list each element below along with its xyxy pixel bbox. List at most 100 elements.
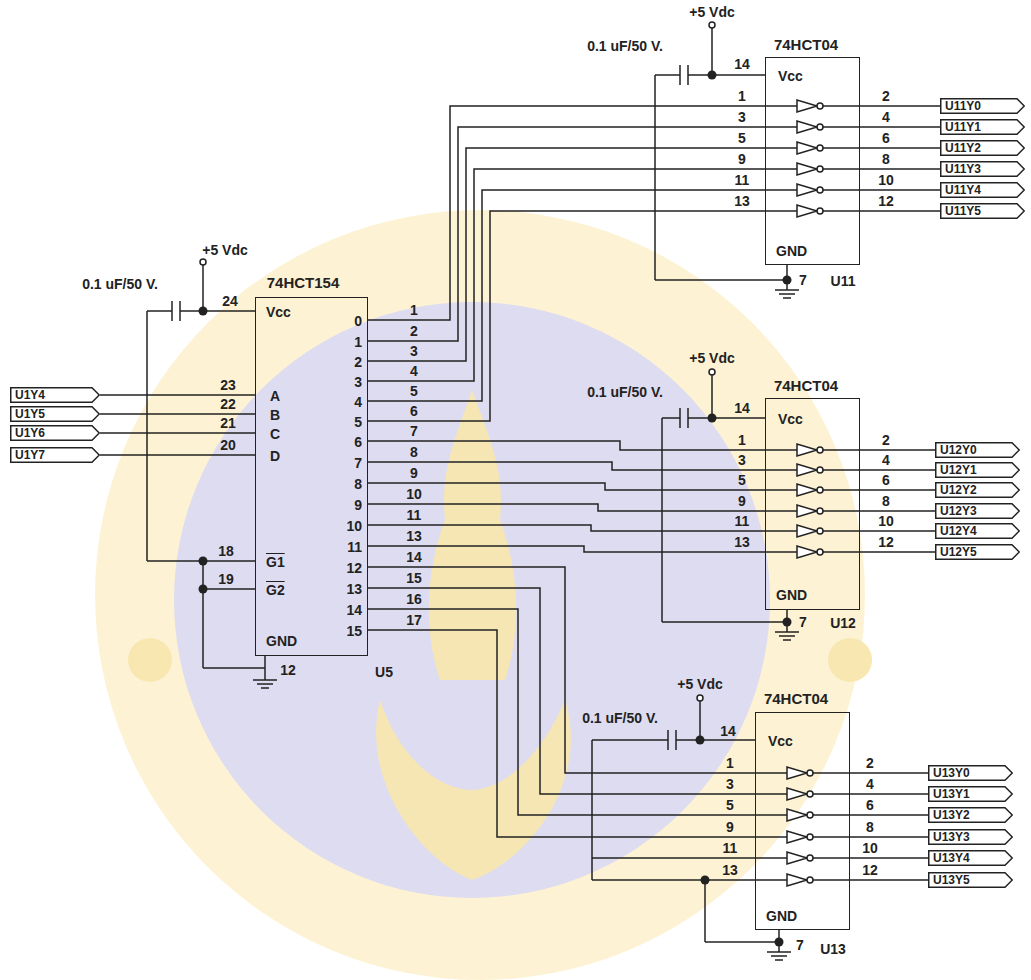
power-wiring (687, 408, 689, 428)
junction-dot (199, 71, 792, 947)
inverter-gate (755, 809, 850, 821)
flag-outline (941, 120, 1025, 135)
pin-name: 4 (354, 394, 362, 410)
signal-wire (860, 189, 940, 191)
pin-name: GND (766, 908, 797, 924)
power-wiring (704, 880, 706, 942)
pin-number: 20 (220, 437, 236, 453)
junction-dot (199, 585, 208, 594)
pin-number: 7 (799, 614, 807, 630)
pin-number: 3 (410, 343, 418, 359)
pin-number: 5 (738, 472, 746, 488)
power-wiring (662, 621, 787, 623)
inverter-gate (755, 874, 850, 886)
net-flag: U13Y1 (928, 786, 1013, 802)
net-flag: U11Y3 (940, 161, 1025, 177)
flag-outline (929, 787, 1013, 802)
junction-dot (696, 736, 705, 745)
signal-wire (100, 432, 255, 434)
component-value: +5 Vdc (689, 4, 735, 20)
component-value: 0.1 uF/50 V. (582, 710, 658, 726)
power-wiring (200, 259, 206, 265)
inverter-gate (755, 100, 860, 886)
signal-wire (368, 106, 765, 320)
signal-wire (368, 190, 765, 401)
signal-wire (860, 530, 935, 532)
net-name: U13Y3 (933, 829, 970, 845)
flag-outline (929, 830, 1013, 845)
pin-number: 10 (406, 486, 422, 502)
component-value: +5 Vdc (689, 350, 735, 366)
junction-dot (783, 618, 792, 627)
pin-name: 5 (354, 414, 362, 430)
part-number: 74HCT04 (764, 691, 828, 707)
component-value: +5 Vdc (202, 242, 248, 258)
power-wiring (264, 656, 266, 680)
junction-dot (199, 307, 208, 316)
flag-outline (929, 766, 1013, 781)
pin-number: 4 (882, 452, 890, 468)
pin-number: 10 (878, 172, 894, 188)
pin-number: 4 (882, 109, 890, 125)
pin-number: 14 (720, 723, 736, 739)
net-name: U11Y2 (945, 140, 981, 156)
inverter-gate (765, 484, 860, 496)
flag-outline (941, 162, 1025, 177)
junction-dot (199, 557, 208, 566)
pin-number: 9 (410, 465, 418, 481)
net-name: U12Y3 (940, 503, 977, 519)
pin-name: 10 (346, 518, 362, 534)
net-flag: U12Y1 (935, 462, 1020, 478)
inverter-gate (755, 788, 850, 800)
flag-outline (936, 443, 1020, 458)
net-name: U13Y4 (933, 850, 970, 866)
net-name: U13Y0 (933, 765, 970, 781)
pin-name: Vcc (778, 411, 803, 427)
net-name: U12Y1 (940, 462, 977, 478)
net-name: U13Y2 (933, 807, 970, 823)
signal-wire (368, 462, 765, 470)
pin-name: G1 (266, 554, 285, 570)
power-wiring (767, 952, 791, 960)
signal-wire (368, 609, 755, 815)
pin-name: 0 (354, 313, 362, 329)
junction-dot (708, 71, 717, 80)
pin-number: 7 (796, 937, 804, 953)
inverter-gate (765, 100, 860, 112)
pin-number: 8 (882, 493, 890, 509)
power-wiring (179, 301, 181, 321)
signal-wire (368, 630, 755, 837)
pin-number: 6 (866, 797, 874, 813)
pin-name: 3 (354, 374, 362, 390)
watermark-seal (95, 210, 872, 980)
pin-name: U11 (831, 273, 856, 289)
net-flag: U13Y0 (928, 765, 1013, 781)
signal-wire (368, 588, 755, 794)
signal-wire (860, 510, 935, 512)
pin-number: 14 (734, 56, 750, 72)
signal-wire (850, 857, 928, 859)
net-name: U1Y4 (15, 387, 45, 403)
power-wiring (711, 28, 713, 75)
signal-wire (368, 483, 765, 490)
pin-number: 6 (882, 472, 890, 488)
power-wiring (202, 561, 204, 668)
pin-name: C (270, 426, 280, 442)
pin-name: D (270, 448, 280, 464)
junction-dot (701, 876, 710, 885)
power-wiring (705, 941, 779, 943)
pin-number: 10 (862, 840, 878, 856)
signal-wire (368, 504, 765, 511)
pin-number: 2 (882, 88, 890, 104)
net-flag: U12Y2 (935, 482, 1020, 498)
power-wiring (775, 290, 799, 298)
net-name: U11Y0 (945, 98, 981, 114)
watermark-seal (128, 638, 172, 682)
pin-number: 1 (410, 302, 418, 318)
signal-wire (860, 489, 935, 491)
ic-chip: 74HCT154VccABCDG1G2GND012345678910111213… (255, 297, 368, 656)
flag-outline (929, 851, 1013, 866)
signal-wire (368, 525, 765, 531)
pin-number: 24 (222, 293, 238, 309)
net-name: U1Y5 (15, 406, 45, 422)
